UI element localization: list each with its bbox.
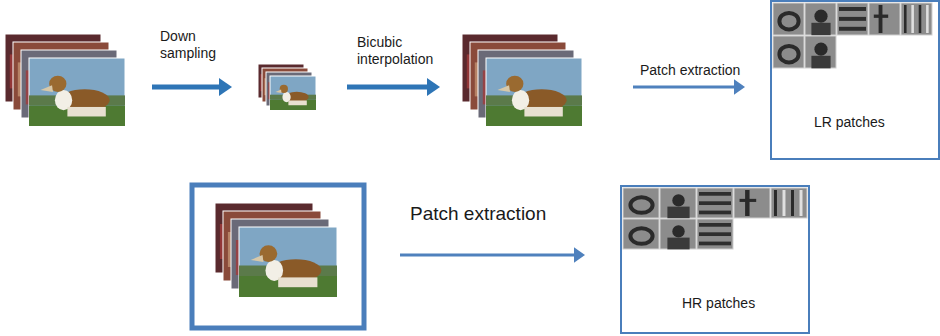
patch-shape (699, 192, 731, 196)
image-stack (215, 203, 337, 297)
patch-shape (874, 15, 888, 18)
dog-snout (41, 85, 53, 92)
patch-shape (791, 190, 794, 216)
patch (623, 188, 659, 218)
patch-shape (630, 197, 652, 213)
patch (660, 219, 696, 249)
patch-shape (672, 194, 684, 206)
patch-shape (839, 17, 866, 21)
patch (660, 188, 696, 218)
flow-arrow (347, 78, 440, 96)
dog-legs (67, 107, 105, 117)
patch-shape (811, 23, 830, 36)
dog-snout (498, 85, 510, 92)
patch-shape (879, 5, 883, 33)
arrow-head (734, 79, 745, 94)
patch-shape (774, 190, 777, 216)
patch-shape (699, 242, 731, 246)
patch-shape (630, 228, 652, 244)
flow-arrow (152, 78, 232, 96)
patch-shape (919, 5, 922, 33)
step-label: Patch extraction (410, 203, 620, 226)
photo-grass (486, 106, 582, 126)
photo-grass (29, 106, 125, 126)
patch-shape (699, 232, 731, 236)
patch-shape (699, 223, 731, 227)
patch-shape (839, 27, 866, 31)
patch-box: HR patches (620, 185, 810, 334)
photo-grass (270, 100, 316, 110)
photo-sky (486, 58, 582, 126)
image-stack (462, 34, 582, 126)
patch-shape (779, 46, 798, 63)
patch-shape (779, 13, 798, 30)
box-label: LR patches (814, 114, 885, 130)
patch-shape (904, 5, 907, 33)
image-stack (258, 64, 316, 110)
patch-shape (667, 238, 689, 250)
patch-grid (623, 188, 807, 249)
step-label: Down sampling (160, 28, 232, 62)
patch (805, 36, 836, 68)
patch (623, 219, 659, 249)
patch (697, 219, 733, 249)
patch (869, 3, 900, 35)
dog-legs (288, 100, 306, 105)
patch-shape (699, 211, 731, 215)
patch-shape (839, 7, 866, 11)
patch-box: LR patches (770, 0, 940, 160)
patch (773, 36, 804, 68)
patch-shape (911, 5, 914, 33)
photo-sky (270, 76, 316, 110)
patch-shape (699, 201, 731, 205)
dog-legs (278, 277, 317, 287)
arrow-head (574, 247, 585, 262)
patch (901, 3, 932, 35)
patch-shape (745, 190, 749, 216)
arrow-head (427, 78, 440, 96)
patch (697, 188, 733, 218)
patch-shape (814, 10, 827, 23)
flow-arrow (400, 247, 585, 262)
arrow-shaft (400, 254, 574, 257)
flow-arrow (633, 79, 745, 94)
patch-shape (740, 199, 757, 202)
patch-shape (800, 190, 803, 216)
patch (734, 188, 770, 218)
patch (773, 3, 804, 35)
photo-sky (239, 227, 337, 297)
patch (837, 3, 868, 35)
photo-grass (239, 276, 337, 297)
patch-shape (667, 207, 689, 219)
patch (805, 3, 836, 35)
input-frame (192, 185, 364, 328)
dog-snout (251, 255, 264, 262)
patch-shape (814, 43, 827, 56)
image-stack (5, 34, 125, 126)
arrow-shaft (633, 86, 734, 89)
patch-shape (783, 190, 786, 216)
dog-snout (276, 90, 282, 93)
patch (771, 188, 807, 218)
arrow-shaft (152, 85, 219, 90)
patch-shape (811, 56, 830, 69)
step-label: Bicubic interpolation (357, 34, 457, 68)
photo-sky (29, 58, 125, 126)
patch-grid (773, 3, 932, 68)
patch-shape (926, 5, 929, 33)
patch-shape (672, 225, 684, 237)
box-label: HR patches (682, 295, 755, 311)
step-label: Patch extraction (640, 62, 790, 79)
arrow-shaft (347, 85, 427, 90)
dog-legs (524, 107, 562, 117)
arrow-head (219, 78, 232, 96)
